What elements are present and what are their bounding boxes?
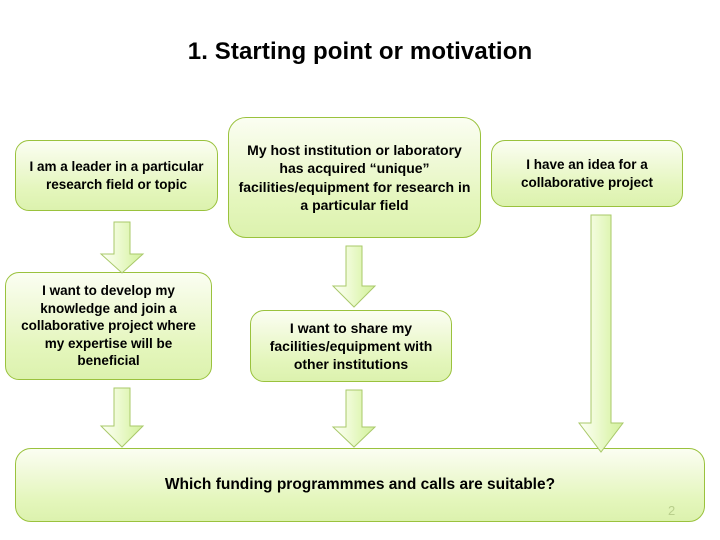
box-host-institution-label: My host institution or laboratory has ac… — [238, 142, 471, 213]
box-idea[interactable]: I have an idea for a collaborative proje… — [491, 140, 683, 207]
page-title: 1. Starting point or motivation — [187, 38, 533, 65]
down-arrow-icon — [99, 387, 145, 448]
box-funding-question[interactable]: Which funding programmmes and calls are … — [15, 448, 705, 522]
box-idea-label: I have an idea for a collaborative proje… — [520, 156, 654, 190]
down-arrow-icon — [577, 214, 625, 453]
down-arrow-icon — [331, 389, 377, 448]
box-develop-knowledge-label: I want to develop my knowledge and join … — [21, 283, 196, 369]
page-number: 2 — [668, 503, 676, 518]
down-arrow-icon — [99, 221, 145, 274]
box-share-facilities[interactable]: I want to share my facilities/equipment … — [250, 310, 452, 382]
box-develop-knowledge[interactable]: I want to develop my knowledge and join … — [5, 272, 212, 380]
box-funding-question-label: Which funding programmmes and calls are … — [164, 475, 556, 493]
box-leader[interactable]: I am a leader in a particular research f… — [15, 140, 218, 211]
down-arrow-icon — [331, 245, 377, 308]
box-leader-label: I am a leader in a particular research f… — [29, 158, 204, 192]
box-share-facilities-label: I want to share my facilities/equipment … — [269, 319, 433, 373]
box-host-institution[interactable]: My host institution or laboratory has ac… — [228, 117, 481, 238]
